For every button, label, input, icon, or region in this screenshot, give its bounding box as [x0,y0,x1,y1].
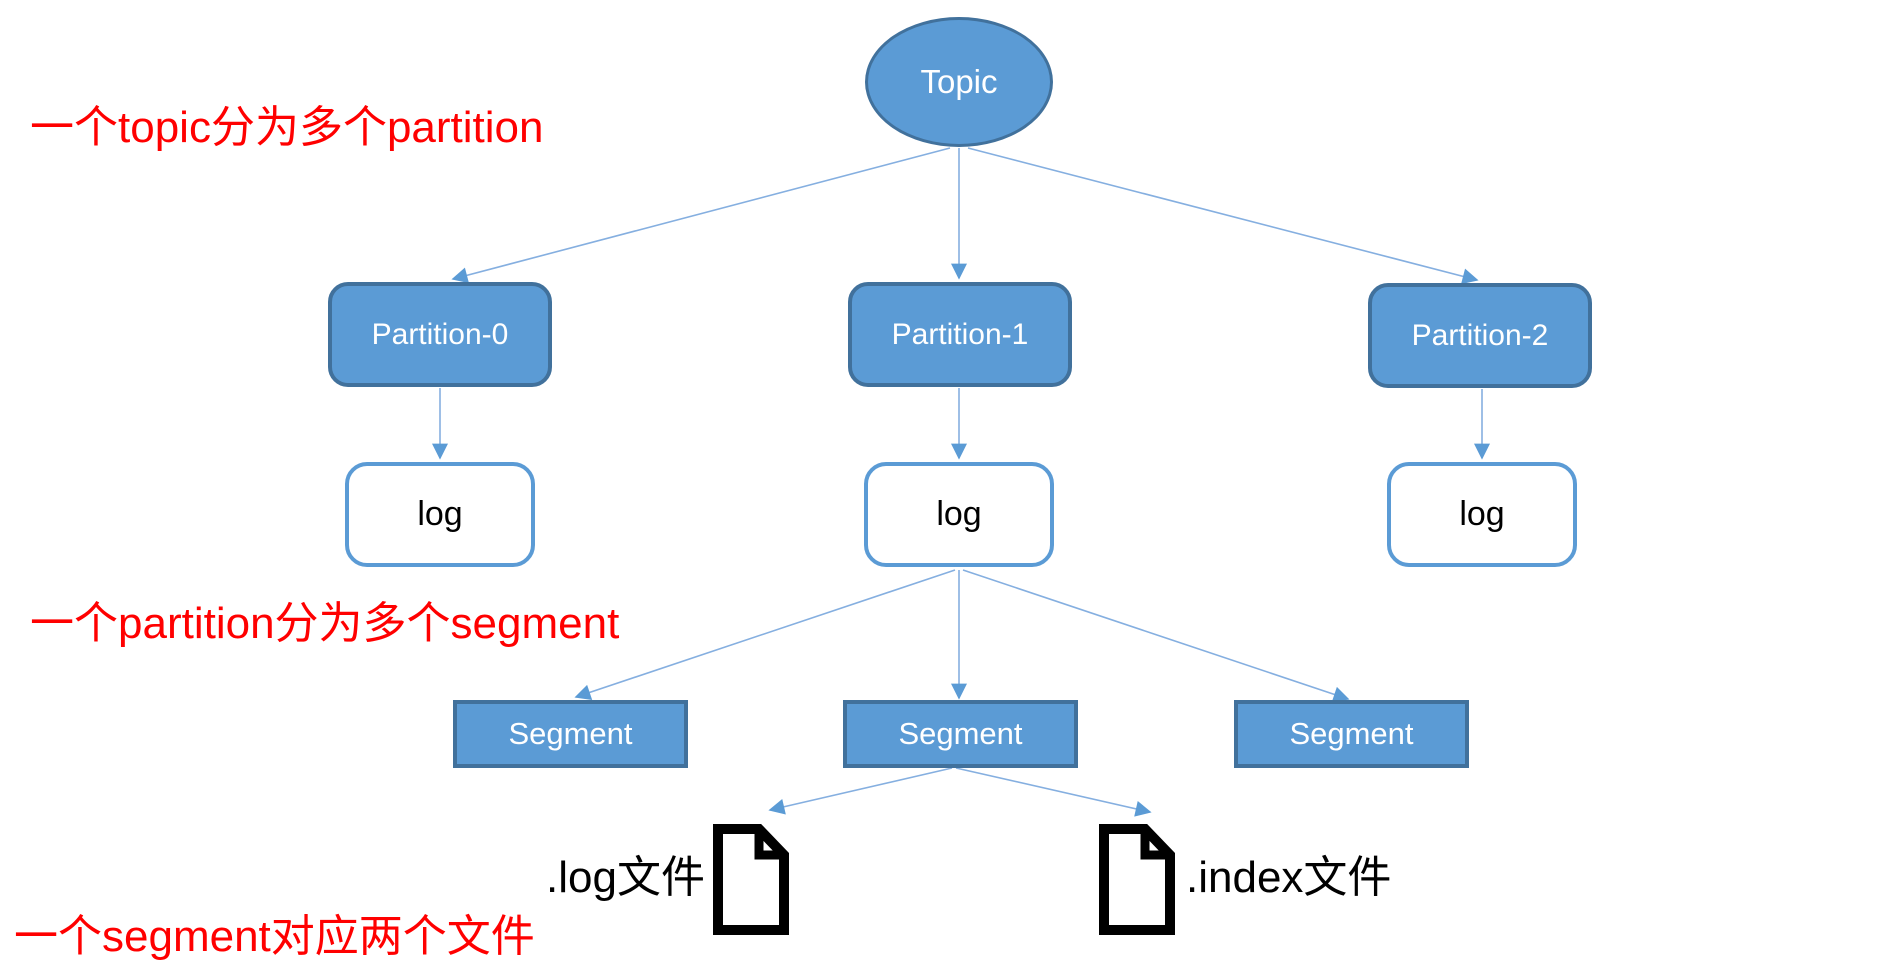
arrow-segment-1-to-index-file [955,767,1152,817]
annotation-segment-files: 一个segment对应两个文件 [14,912,535,961]
log-0-label: log [417,495,463,533]
segment-0-label: Segment [508,716,633,751]
partition-0-label: Partition-0 [371,317,509,351]
node-topic: Topic [865,17,1053,147]
arrow-log-1-to-segment-0 [574,569,956,701]
document-icon [1099,824,1175,935]
arrow-log-1-to-segment-2 [962,569,1350,703]
node-partition-1: Partition-1 [848,282,1072,387]
annotation-topic-partitions: 一个topic分为多个partition [30,103,544,152]
node-segment-1: Segment [843,700,1078,768]
segment-2-label: Segment [1289,716,1414,751]
node-segment-2: Segment [1234,700,1469,768]
segment-1-label: Segment [898,716,1023,751]
log-2-label: log [1459,495,1505,533]
arrow-topic-to-partition-0 [451,147,951,284]
log-file-label: .log文件 [546,853,705,902]
log-1-label: log [936,495,982,533]
node-log-1: log [864,462,1054,567]
node-segment-0: Segment [453,700,688,768]
topic-label: Topic [920,63,998,100]
arrow-topic-to-partition-2 [967,147,1479,285]
annotation-partition-segments: 一个partition分为多个segment [30,599,620,648]
document-icon [713,824,789,935]
arrow-segment-1-to-log-file [768,767,953,815]
partition-2-label: Partition-2 [1411,318,1549,352]
index-file-label: .index文件 [1186,853,1392,902]
node-log-0: log [345,462,535,567]
node-log-2: log [1387,462,1577,567]
partition-1-label: Partition-1 [891,317,1029,351]
node-partition-0: Partition-0 [328,282,552,387]
node-partition-2: Partition-2 [1368,283,1592,388]
